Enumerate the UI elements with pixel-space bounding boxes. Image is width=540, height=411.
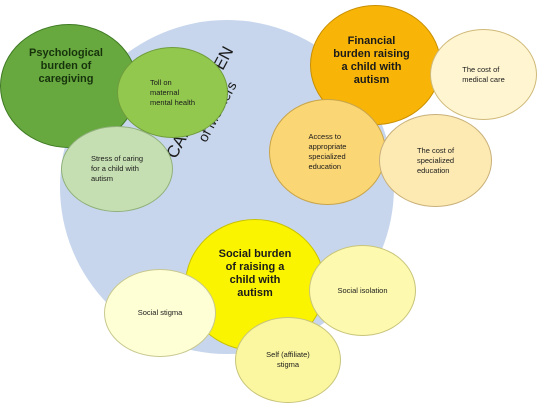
caring-stress-label: Stress of caring for a child with autism [90,154,144,183]
self-stigma-bubble: Self (affiliate) stigma [235,317,341,403]
mental-health-toll-bubble: Toll on maternal mental health [117,47,228,138]
financial-burden-title: Financial burden raising a child with au… [333,35,410,86]
medical-care-cost-label: The cost of medical care [462,64,505,84]
social-stigma-label: Social stigma [137,308,183,317]
social-isolation-bubble: Social isolation [309,245,416,336]
education-access-label: Access to appropriate specialized educat… [308,132,347,171]
mental-health-toll-label: Toll on maternal mental health [149,77,196,107]
education-cost-label: The cost of specialized education [416,145,455,175]
social-stigma-bubble: Social stigma [104,269,216,357]
psychological-burden-title: Psychological burden of caregiving [29,46,103,85]
education-cost-bubble: The cost of specialized education [379,114,492,207]
education-access-bubble: Access to appropriate specialized educat… [269,99,386,205]
self-stigma-label: Self (affiliate) stigma [266,350,310,369]
social-isolation-label: Social isolation [337,285,388,295]
caring-stress-bubble: Stress of caring for a child with autism [61,126,173,212]
social-burden-title: Social burden of raising a child with au… [218,248,292,299]
medical-care-cost-bubble: The cost of medical care [430,29,537,120]
